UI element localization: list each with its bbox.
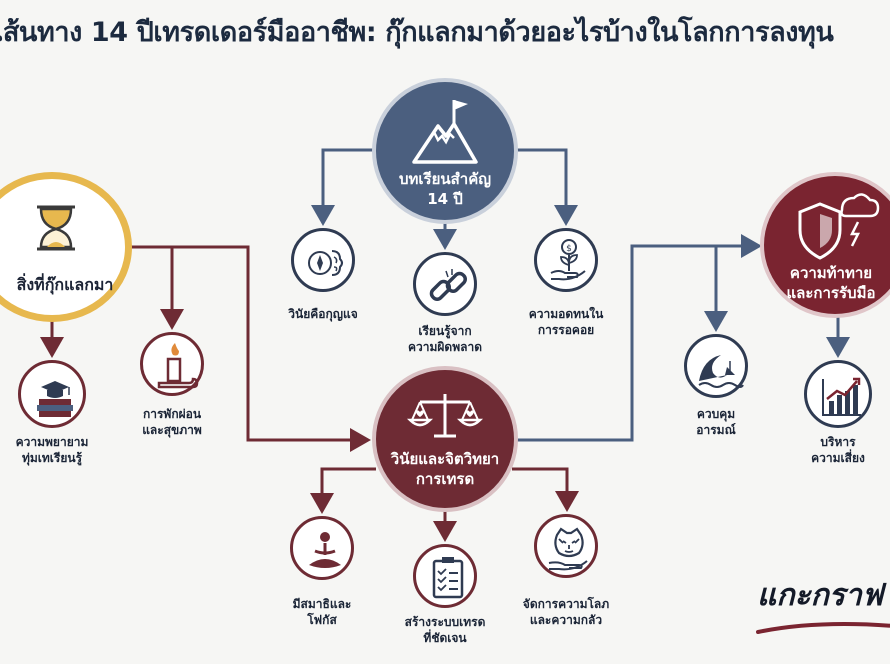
hub-lessons-line1: บทเรียนสำคัญ <box>398 170 492 188</box>
caption-system-line2: ที่ชัดเจน <box>423 631 467 645</box>
caption-rest-line1: การพักผ่อน <box>142 407 202 421</box>
clipboard-checklist-icon <box>432 557 464 599</box>
node-mindful <box>290 516 354 580</box>
connector-psych-fear <box>512 467 579 512</box>
caption-discipline-line1: วินัยคือกุญแจ <box>288 307 358 321</box>
hand-plant-coin-icon: $ <box>550 239 586 281</box>
caption-rest-line2: และสุขภาพ <box>142 423 202 437</box>
caption-effort: ความพยายาม ทุ่มเทเรียนรู้ <box>0 434 110 466</box>
wave-boat-icon <box>698 355 744 388</box>
caption-emotion-line1: ควบคุม <box>696 407 736 421</box>
caption-fear: จัดการความโลภ และความกลัว <box>506 596 626 628</box>
hub-psych-line2: การเทรด <box>415 470 475 488</box>
hub-challenge-line2: และการรับมือ <box>786 284 876 302</box>
svg-text:$: $ <box>566 244 572 254</box>
caption-patience-line1: ความอดทนใน <box>528 307 604 321</box>
shield-storm-icon <box>798 193 880 260</box>
node-risk <box>804 360 872 428</box>
hub-traded: สิ่งที่กุ๊กแลกมา <box>0 172 132 322</box>
caption-emotion-line2: อารมณ์ <box>696 423 736 437</box>
signature-underline <box>756 622 890 634</box>
node-discipline <box>291 228 355 292</box>
connector-psych-mindful <box>310 467 376 514</box>
caption-mindful-line1: มีสมาธิและ <box>292 597 352 611</box>
caption-patience: ความอดทนใน การรอคอย <box>508 306 624 338</box>
node-system <box>413 544 477 608</box>
node-emotion <box>684 334 748 398</box>
caption-fear-line2: และความกลัว <box>529 613 603 627</box>
caption-discipline: วินัยคือกุญแจ <box>266 306 380 322</box>
hub-psych: วินัยและจิตวิทยา การเทรด <box>372 366 518 512</box>
caption-risk: บริหาร ความเสี่ยง <box>780 434 890 466</box>
tiger-hand-icon <box>548 527 588 571</box>
mountain-flag-icon <box>412 100 478 164</box>
caption-emotion: ควบคุม อารมณ์ <box>658 406 774 438</box>
node-mistakes <box>413 252 477 316</box>
caption-effort-line1: ความพยายาม <box>15 435 89 449</box>
books-cap-icon <box>37 381 73 417</box>
node-rest <box>140 332 204 396</box>
caption-mindful: มีสมาธิและ โฟกัส <box>264 596 380 628</box>
chart-growth-icon <box>822 377 861 416</box>
hub-psych-line1: วินัยและจิตวิทยา <box>390 450 500 468</box>
caption-mindful-line2: โฟกัส <box>307 613 337 627</box>
logo-signature: แกะกราฟ <box>757 578 883 613</box>
hourglass-icon <box>37 205 75 251</box>
hub-challenge-line1: ความท้าทาย <box>789 264 873 282</box>
caption-rest: การพักผ่อน และสุขภาพ <box>114 406 230 438</box>
meditation-icon <box>309 532 341 568</box>
node-effort <box>18 360 86 428</box>
caption-mistakes-line1: เรียนรู้จาก <box>418 324 472 338</box>
caption-fear-line1: จัดการความโลภ <box>522 597 610 611</box>
hub-challenge: ความท้าทาย และการรับมือ <box>760 172 890 318</box>
connector-traded-psych <box>172 245 371 452</box>
connector-lessons-discipline <box>311 148 376 226</box>
caption-system: สร้างระบบเทรด ที่ชัดเจน <box>387 614 503 646</box>
broken-chain-icon <box>429 269 467 301</box>
candle-icon <box>157 343 199 389</box>
caption-mistakes: เรียนรู้จาก ความผิดพลาด <box>387 323 503 355</box>
caption-risk-line1: บริหาร <box>820 435 856 449</box>
brain-compass-icon <box>308 250 343 276</box>
node-fear <box>534 514 598 578</box>
scale-hearts-icon <box>406 394 484 438</box>
connector-psych-challenge <box>516 234 762 442</box>
connector-lessons-patience <box>512 148 578 226</box>
hub-lessons-line2: 14 ปี <box>427 190 463 208</box>
caption-system-line1: สร้างระบบเทรด <box>404 615 486 629</box>
page-title: เส้นทาง 14 ปีเทรดเดอร์มืออาชีพ: กุ๊กแลกม… <box>0 17 834 48</box>
hub-lessons: บทเรียนสำคัญ 14 ปี <box>372 78 518 224</box>
hub-traded-label: สิ่งที่กุ๊กแลกมา <box>16 275 114 294</box>
caption-mistakes-line2: ความผิดพลาด <box>407 340 483 354</box>
node-patience: $ <box>534 228 598 292</box>
caption-effort-line2: ทุ่มเทเรียนรู้ <box>21 451 83 465</box>
connector-traded-rest <box>130 245 184 330</box>
caption-risk-line2: ความเสี่ยง <box>811 451 865 465</box>
caption-patience-line2: การรอคอย <box>537 323 595 337</box>
